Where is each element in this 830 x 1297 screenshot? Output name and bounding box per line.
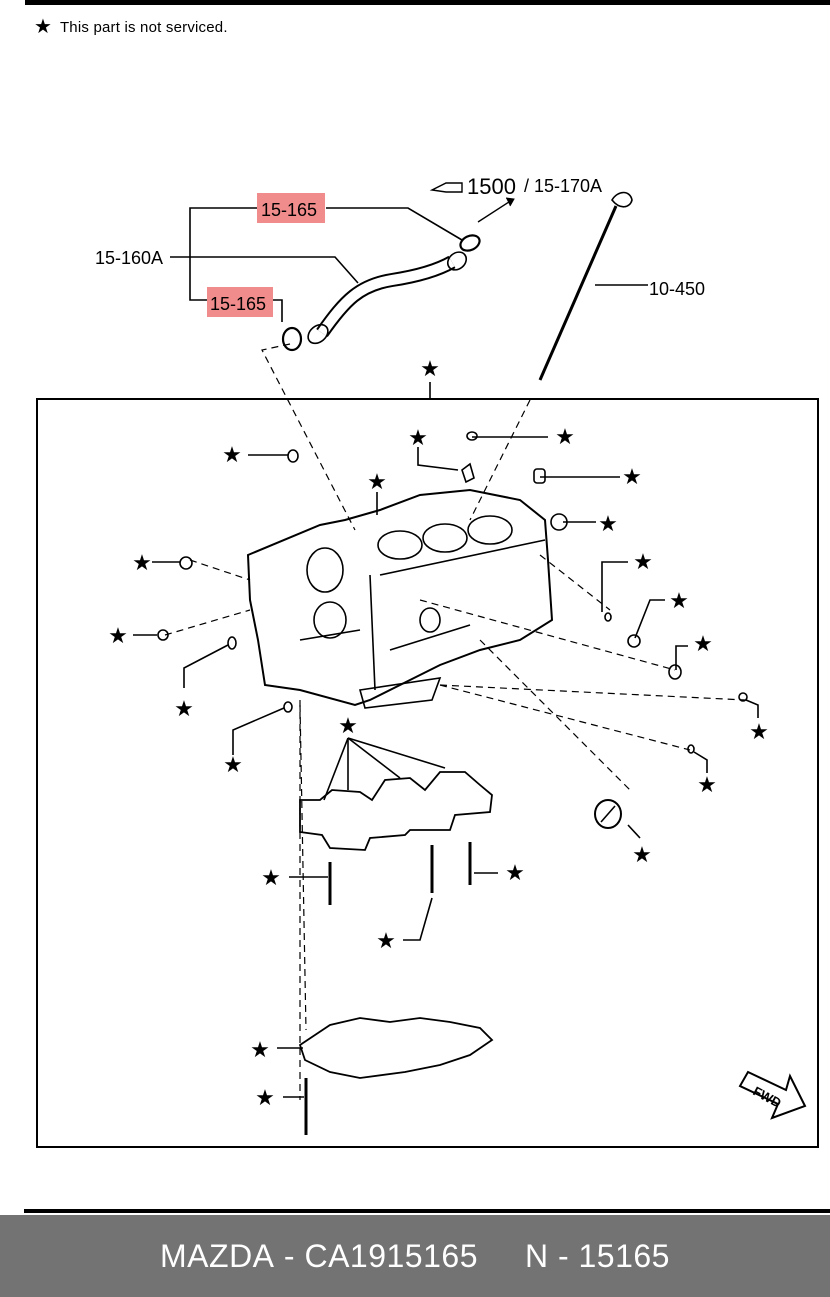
star-icon: ★ <box>338 714 358 739</box>
star-icon: ★ <box>555 425 575 450</box>
seal-label-lower: 15-165 <box>210 294 266 314</box>
footer: MAZDA - CA1915165 N - 15165 <box>0 1215 830 1297</box>
reference-label-sub: / 15-170A <box>524 176 602 196</box>
footer-code: N - 15165 <box>524 1237 670 1274</box>
star-icon: ★ <box>250 1038 270 1063</box>
star-icon: ★ <box>693 632 713 657</box>
footer-gap <box>478 1238 525 1275</box>
star-icon: ★ <box>108 624 128 649</box>
footer-brand: MAZDA <box>160 1237 275 1274</box>
star-icon: ★ <box>376 929 396 954</box>
star-icon: ★ <box>174 697 194 722</box>
footer-divider <box>24 1209 830 1213</box>
callout-highlight-lower <box>207 287 273 317</box>
star-icon: ★ <box>222 443 242 468</box>
star-icon: ★ <box>505 861 525 886</box>
star-icon: ★ <box>633 550 653 575</box>
star-icon: ★ <box>255 1086 275 1111</box>
fwd-arrow-icon: FWD <box>738 1070 807 1120</box>
footer-part-number: CA1915165 <box>304 1237 478 1274</box>
reference-label-main: 1500 <box>467 174 516 199</box>
callout-highlight-upper <box>257 193 325 223</box>
legend: ★ This part is not serviced. <box>34 16 228 38</box>
star-icon: ★ <box>420 357 440 382</box>
star-icon: ★ <box>132 551 152 576</box>
star-icon: ★ <box>223 753 243 778</box>
diagram-frame <box>36 398 819 1148</box>
dipstick-label: 10-450 <box>649 279 705 299</box>
star-icon: ★ <box>749 720 769 745</box>
star-icon: ★ <box>598 512 618 537</box>
star-icon: ★ <box>261 866 281 891</box>
footer-separator: - <box>274 1237 305 1274</box>
engine-block-diagram: 15-165 15-165 15-160A 1500 / 15-170A 10-… <box>36 174 819 1148</box>
seal-label-upper: 15-165 <box>261 200 317 220</box>
hose-label: 15-160A <box>95 248 163 268</box>
star-icon: ★ <box>669 589 689 614</box>
star-icon: ★ <box>632 843 652 868</box>
star-icon: ★ <box>367 470 387 495</box>
legend-text: This part is not serviced. <box>59 18 228 36</box>
star-icon: ★ <box>34 16 52 38</box>
star-icon: ★ <box>622 465 642 490</box>
top-border <box>25 0 830 5</box>
star-icon: ★ <box>408 426 428 451</box>
star-icon: ★ <box>697 773 717 798</box>
